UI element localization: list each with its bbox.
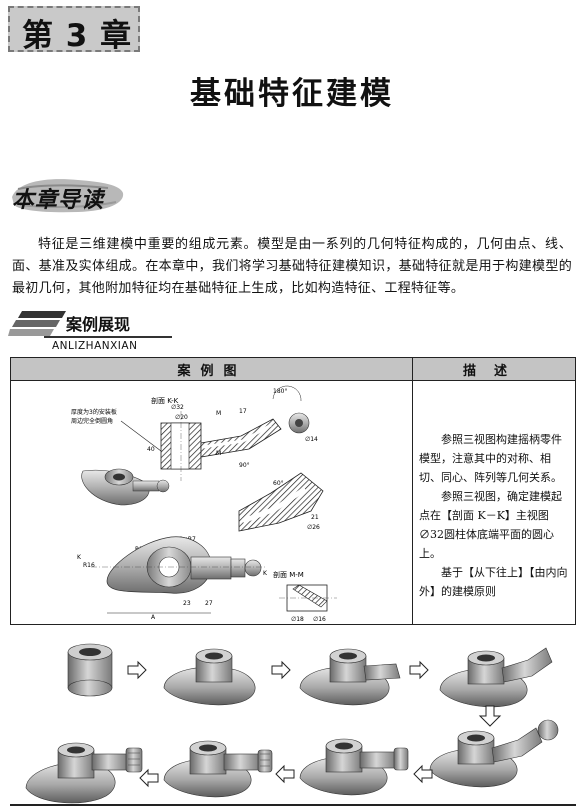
knob-iso-icon bbox=[288, 412, 310, 434]
dim-d26: ∅26 bbox=[307, 524, 320, 531]
label-m-top: M bbox=[216, 410, 221, 417]
engineering-drawing: 剖面 K-K 厚度为3的安装板 周边完全倒圆角 ∅32 ∅20 40 17 M … bbox=[71, 385, 337, 623]
bottom-rule bbox=[10, 804, 576, 806]
section-subtitle: ANLIZHANXIAN bbox=[52, 340, 138, 352]
guide-badge-brush-icon bbox=[12, 179, 124, 213]
case-description: 参照三视图构建摇柄零件模型，注意其中的对称、相切、同心、阵列等几何关系。 参照三… bbox=[419, 430, 569, 601]
arrow-right-icon bbox=[127, 661, 147, 679]
dim-17: 17 bbox=[239, 408, 247, 415]
arrow-left-icon bbox=[139, 769, 159, 787]
description-paragraph-2: 参照三视图，确定建模起点在【剖面 K－K】主视图∅32圆柱体底端平面的圆心上。 bbox=[419, 490, 562, 560]
label-k-right: K bbox=[263, 570, 268, 577]
dim-21: 21 bbox=[311, 514, 319, 521]
step-2-plate bbox=[163, 648, 256, 706]
modeling-sequence bbox=[25, 643, 559, 804]
step-6-drill bbox=[299, 738, 409, 796]
step-3-arm bbox=[299, 648, 401, 706]
dim-40: 40 bbox=[147, 446, 155, 453]
dim-d20: ∅20 bbox=[175, 414, 188, 421]
label-a: A bbox=[151, 614, 156, 621]
description-paragraph-3: 基于【从下往上】【由内向外】的建模原则 bbox=[419, 566, 568, 598]
section-underline bbox=[44, 336, 172, 338]
step-7-pattern bbox=[163, 740, 273, 798]
arrow-down-icon bbox=[478, 705, 502, 727]
drawing-label-section-kk: 剖面 K-K bbox=[151, 396, 179, 405]
drawing-note-line-2: 周边完全倒圆角 bbox=[71, 417, 113, 425]
guide-badge-label: 本章导读 bbox=[12, 188, 105, 213]
table-header bbox=[11, 358, 575, 381]
drawing-note-line-1: 厚度为3的安装板 bbox=[71, 408, 117, 416]
dim-r16: R16 bbox=[83, 562, 95, 569]
step-1-cylinder bbox=[67, 643, 113, 697]
part-iso-left bbox=[81, 468, 170, 506]
section-stripes-icon bbox=[8, 311, 66, 336]
dim-60: 60° bbox=[273, 480, 284, 487]
step-4-bent-arm bbox=[439, 647, 553, 708]
description-paragraph-1: 参照三视图构建摇柄零件模型，注意其中的对称、相切、同心、阵列等几何关系。 bbox=[419, 433, 562, 484]
dim-90: 90° bbox=[239, 462, 250, 469]
step-5-knob bbox=[429, 719, 559, 788]
dim-23: 23 bbox=[183, 600, 191, 607]
arrow-left-icon bbox=[275, 765, 295, 783]
intro-paragraph: 特征是三维建模中重要的组成元素。模型是由一系列的几何特征构成的，几何由点、线、面… bbox=[12, 237, 572, 296]
label-m-bottom: M bbox=[216, 450, 221, 457]
arrow-left-icon bbox=[413, 765, 433, 783]
label-k-left: K bbox=[77, 554, 82, 561]
chapter-number: 第 3 章 bbox=[22, 18, 133, 54]
case-table: 案例图 描述 剖面 K-K 厚度为3的安装板 周边完全倒圆角 bbox=[10, 357, 576, 625]
arrow-right-icon bbox=[409, 661, 429, 679]
dim-d32: ∅32 bbox=[171, 404, 184, 411]
section-title: 案例展现 bbox=[66, 315, 131, 334]
step-8-final bbox=[25, 742, 143, 804]
chapter-title: 基础特征建模 bbox=[190, 76, 394, 112]
arrow-right-icon bbox=[271, 661, 291, 679]
dim-d14: ∅14 bbox=[305, 436, 318, 443]
dim-d16: ∅16 bbox=[313, 616, 326, 623]
dim-27: 27 bbox=[205, 600, 213, 607]
dim-d18: ∅18 bbox=[291, 616, 304, 623]
drawing-label-section-mm: 剖面 M-M bbox=[273, 570, 304, 579]
header-case-image: 案例图 bbox=[177, 364, 247, 379]
chapter-number-box: 第 3 章 bbox=[8, 6, 140, 54]
dim-180: 180° bbox=[273, 388, 287, 395]
column-divider bbox=[412, 358, 413, 624]
header-description: 描述 bbox=[462, 364, 525, 379]
